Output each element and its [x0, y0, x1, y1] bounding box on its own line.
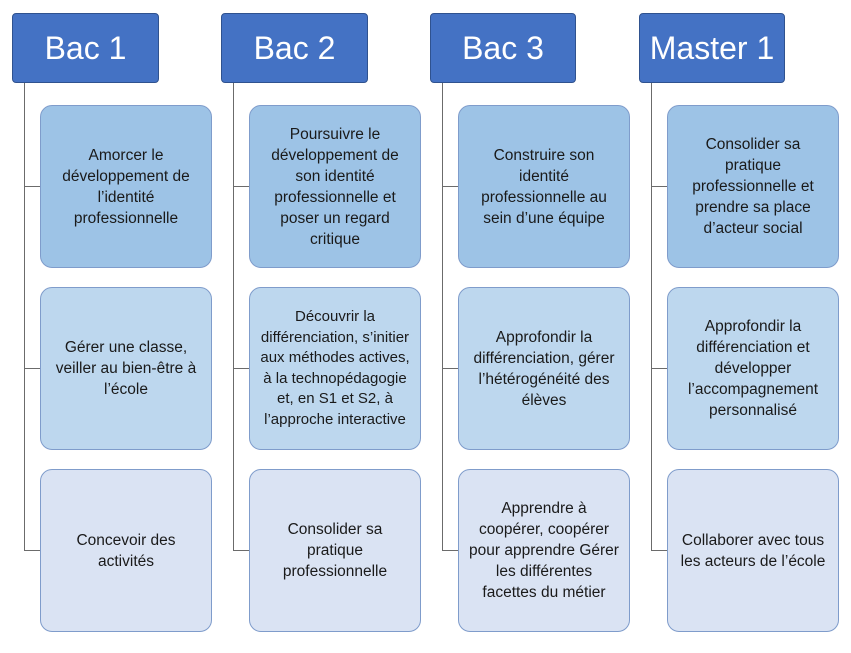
goal-box: Découvrir la différenciation, s’initier …	[249, 287, 421, 450]
column-header: Bac 3	[430, 13, 576, 83]
connector-line	[651, 186, 667, 187]
connector-line	[442, 186, 458, 187]
column-header: Master 1	[639, 13, 785, 83]
connector-line	[233, 368, 249, 369]
connector-line	[24, 550, 40, 551]
goal-box: Collaborer avec tous les acteurs de l’éc…	[667, 469, 839, 632]
connector-line	[24, 83, 25, 550]
connector-line	[442, 550, 458, 551]
connector-line	[24, 186, 40, 187]
column-bac-2: Bac 2 Poursuivre le développement de son…	[210, 0, 421, 653]
column-bac-1: Bac 1 Amorcer le développement de l’iden…	[0, 0, 212, 653]
column-header: Bac 1	[12, 13, 159, 83]
connector-line	[233, 83, 234, 550]
connector-line	[651, 550, 667, 551]
goal-box: Consolider sa pratique professionnelle	[249, 469, 421, 632]
connector-line	[442, 368, 458, 369]
connector-line	[651, 368, 667, 369]
column-header: Bac 2	[221, 13, 368, 83]
column-master-1: Master 1 Consolider sa pratique professi…	[630, 0, 840, 653]
connector-line	[442, 83, 443, 550]
goal-box: Consolider sa pratique professionnelle e…	[667, 105, 839, 268]
goal-box: Amorcer le développement de l’identité p…	[40, 105, 212, 268]
connector-line	[651, 83, 652, 550]
goal-box: Construire son identité professionnelle …	[458, 105, 630, 268]
column-bac-3: Bac 3 Construire son identité profession…	[420, 0, 630, 653]
goal-box: Concevoir des activités	[40, 469, 212, 632]
connector-line	[24, 368, 40, 369]
connector-line	[233, 186, 249, 187]
goal-box: Gérer une classe, veiller au bien-être à…	[40, 287, 212, 450]
goal-box: Approfondir la différenciation, gérer l’…	[458, 287, 630, 450]
goal-box: Apprendre à coopérer, coopérer pour appr…	[458, 469, 630, 632]
goal-box: Poursuivre le développement de son ident…	[249, 105, 421, 268]
connector-line	[233, 550, 249, 551]
goal-box: Approfondir la différenciation et dévelo…	[667, 287, 839, 450]
